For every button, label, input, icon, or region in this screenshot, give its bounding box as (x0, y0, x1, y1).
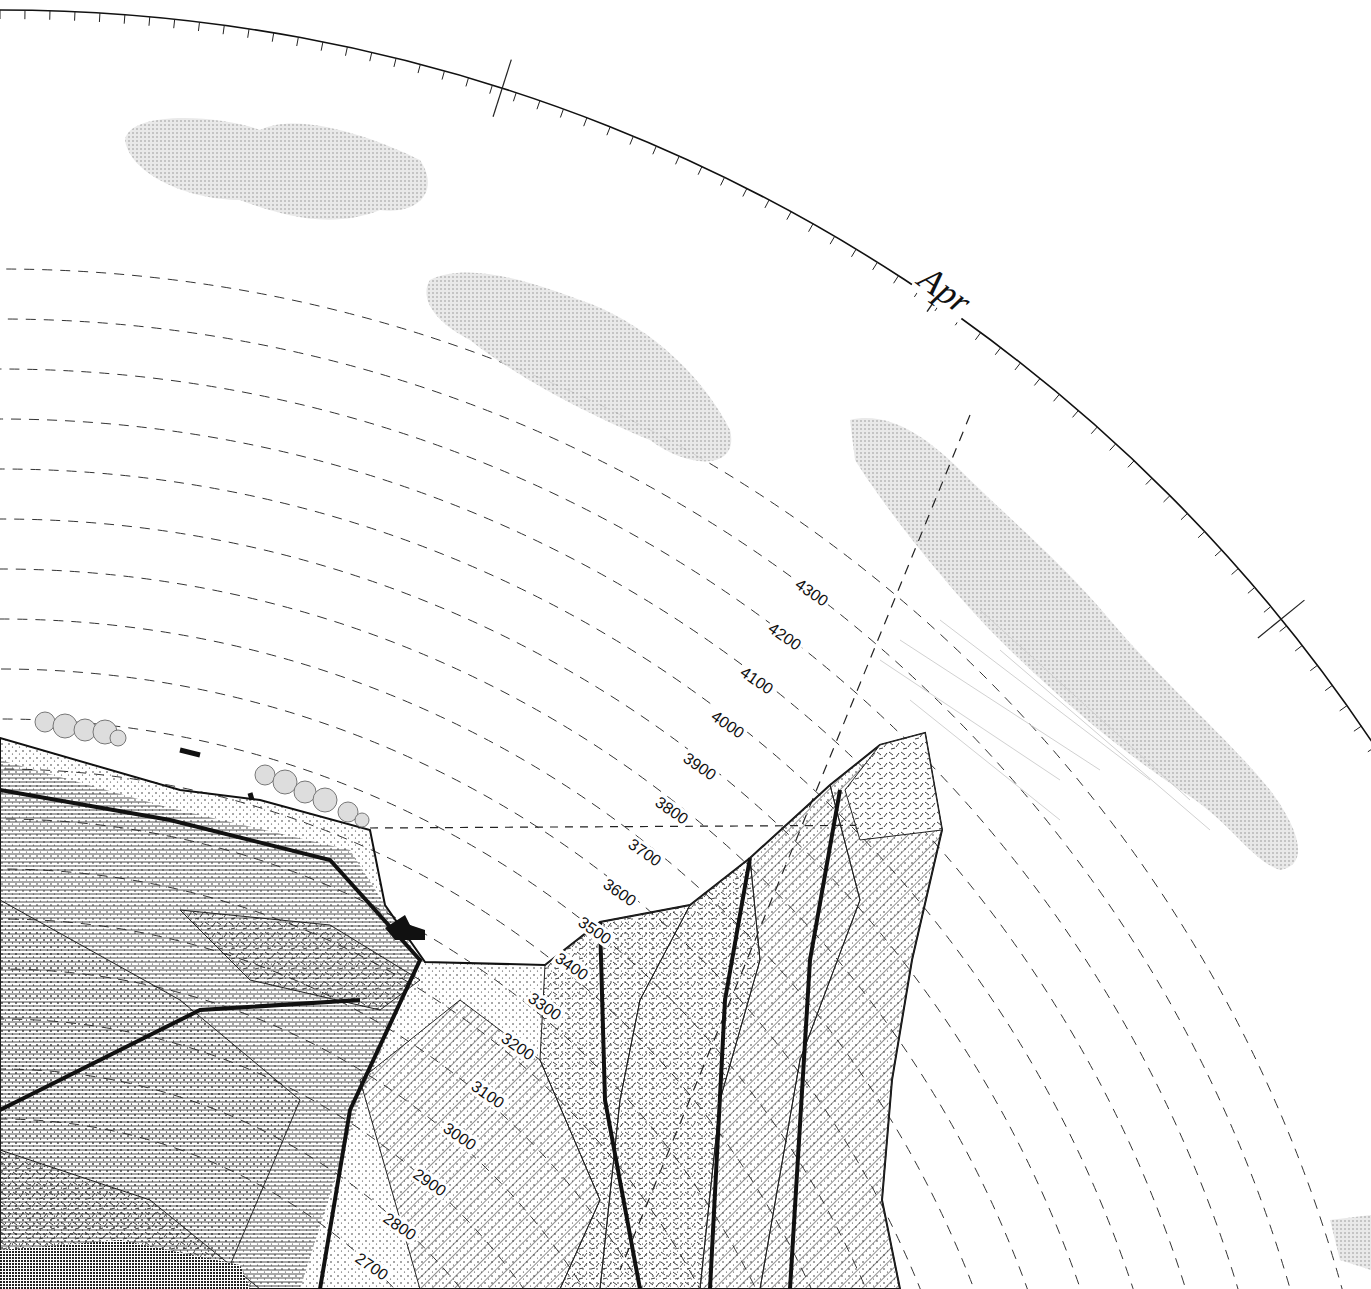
elevation-label: 3600 (599, 874, 641, 911)
tick (442, 71, 444, 80)
tick (765, 200, 769, 208)
tick (370, 52, 372, 61)
tick (49, 11, 50, 20)
hut-symbol (385, 915, 425, 940)
elevation-label: 4100 (736, 662, 778, 699)
tick (698, 167, 702, 175)
tick (1110, 444, 1116, 451)
tick (1340, 706, 1347, 711)
elevation-label: 3700 (624, 834, 666, 871)
tick (272, 33, 273, 42)
elevation-arc (0, 569, 1093, 1289)
tick (1264, 607, 1271, 613)
tick (995, 348, 1000, 355)
tick (1128, 461, 1134, 468)
tick (513, 93, 516, 102)
tick (1164, 496, 1170, 502)
elevation-arc (0, 369, 1293, 1289)
tick (1215, 550, 1222, 556)
tick (630, 136, 633, 144)
elevation-label: 3800 (651, 792, 693, 829)
tick (584, 118, 587, 126)
tick (894, 276, 899, 284)
tick (721, 177, 725, 185)
elevation-label: 4000 (707, 706, 749, 743)
elevation-arc (0, 419, 1243, 1289)
tick (1310, 665, 1317, 670)
tick (74, 12, 75, 21)
tick (1258, 600, 1305, 638)
tick (418, 64, 420, 73)
tick (1015, 363, 1021, 370)
tick (1232, 569, 1239, 575)
tick (1054, 394, 1060, 401)
tick (1146, 478, 1152, 484)
tick (1073, 411, 1079, 418)
tick (1091, 427, 1097, 434)
tick (248, 29, 249, 38)
trees (35, 712, 369, 827)
elevation-arcs (0, 10, 1371, 1289)
tick (198, 22, 199, 31)
tick (345, 47, 347, 56)
tick (1354, 726, 1361, 731)
road-marks (180, 750, 252, 800)
elevation-arc (0, 619, 1043, 1289)
tick (394, 58, 396, 67)
tick (173, 19, 175, 28)
tick (975, 333, 980, 340)
elevation-arc (0, 719, 943, 1289)
month-label: Apr (910, 257, 981, 323)
tick (148, 17, 150, 26)
tick (24, 10, 25, 19)
elevation-label: 4200 (764, 618, 806, 655)
tick (466, 78, 469, 87)
tick (1248, 587, 1255, 593)
tick (321, 42, 323, 51)
elevation-arc (0, 519, 1143, 1289)
tick (1181, 513, 1187, 519)
tick (851, 249, 856, 257)
elevation-arc (0, 269, 1371, 1289)
elevation-arc (0, 319, 1343, 1289)
tick (99, 13, 101, 22)
tick (1368, 747, 1371, 752)
tick (743, 188, 747, 196)
tick (1034, 378, 1040, 385)
tick (493, 60, 511, 117)
terrain-section (0, 733, 942, 1289)
tick (560, 109, 563, 117)
tick (1295, 645, 1302, 651)
elevation-arc (0, 669, 993, 1289)
month-ring (0, 10, 1371, 1289)
tick (223, 25, 224, 34)
tick (653, 146, 657, 154)
tick (1198, 532, 1205, 538)
tick (787, 212, 791, 220)
tick (809, 224, 813, 232)
tick (490, 85, 493, 94)
tick (0, 10, 1, 19)
tick (1280, 626, 1287, 632)
tick (830, 236, 835, 244)
tick (297, 37, 299, 46)
tick (1325, 685, 1332, 690)
tick (537, 101, 540, 110)
elevation-label: 3900 (679, 748, 721, 785)
tick (873, 262, 878, 270)
tick (676, 156, 680, 164)
elevation-label: 4300 (791, 574, 833, 611)
tick (607, 127, 610, 135)
tick (124, 15, 126, 24)
